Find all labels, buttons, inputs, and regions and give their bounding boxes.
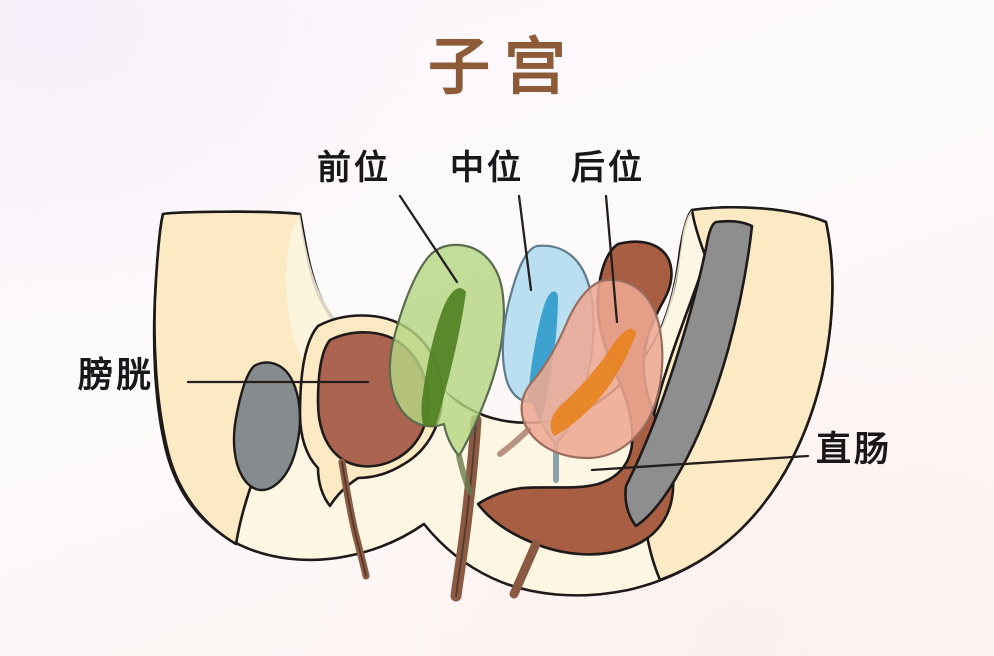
- pubic-bone: [232, 361, 302, 492]
- leader-line-rectum: [590, 454, 810, 472]
- leader-lines: [186, 194, 810, 472]
- leader-line-anteverted: [398, 194, 459, 284]
- sacrum-coccyx: [624, 219, 754, 528]
- sacral-tissue-block: [642, 206, 834, 582]
- uterus-anteverted: [388, 243, 505, 495]
- leader-line-middle: [517, 194, 533, 292]
- vagina-outline: [455, 419, 477, 597]
- uterus-retroverted-cervix: [497, 427, 531, 457]
- pubic-bone-shape: [232, 361, 302, 492]
- uterus-anteverted-cavity: [421, 288, 466, 444]
- uterus-anteverted-cervix: [456, 453, 473, 495]
- urethra-outline: [341, 461, 367, 577]
- uterus-retroverted: [497, 278, 664, 460]
- anal-canal: [509, 539, 541, 599]
- leader-line-retroverted: [604, 194, 619, 324]
- uterus-retroverted-cavity: [550, 328, 636, 436]
- sacrum-shape: [624, 219, 754, 528]
- vaginal-canal: [450, 414, 482, 602]
